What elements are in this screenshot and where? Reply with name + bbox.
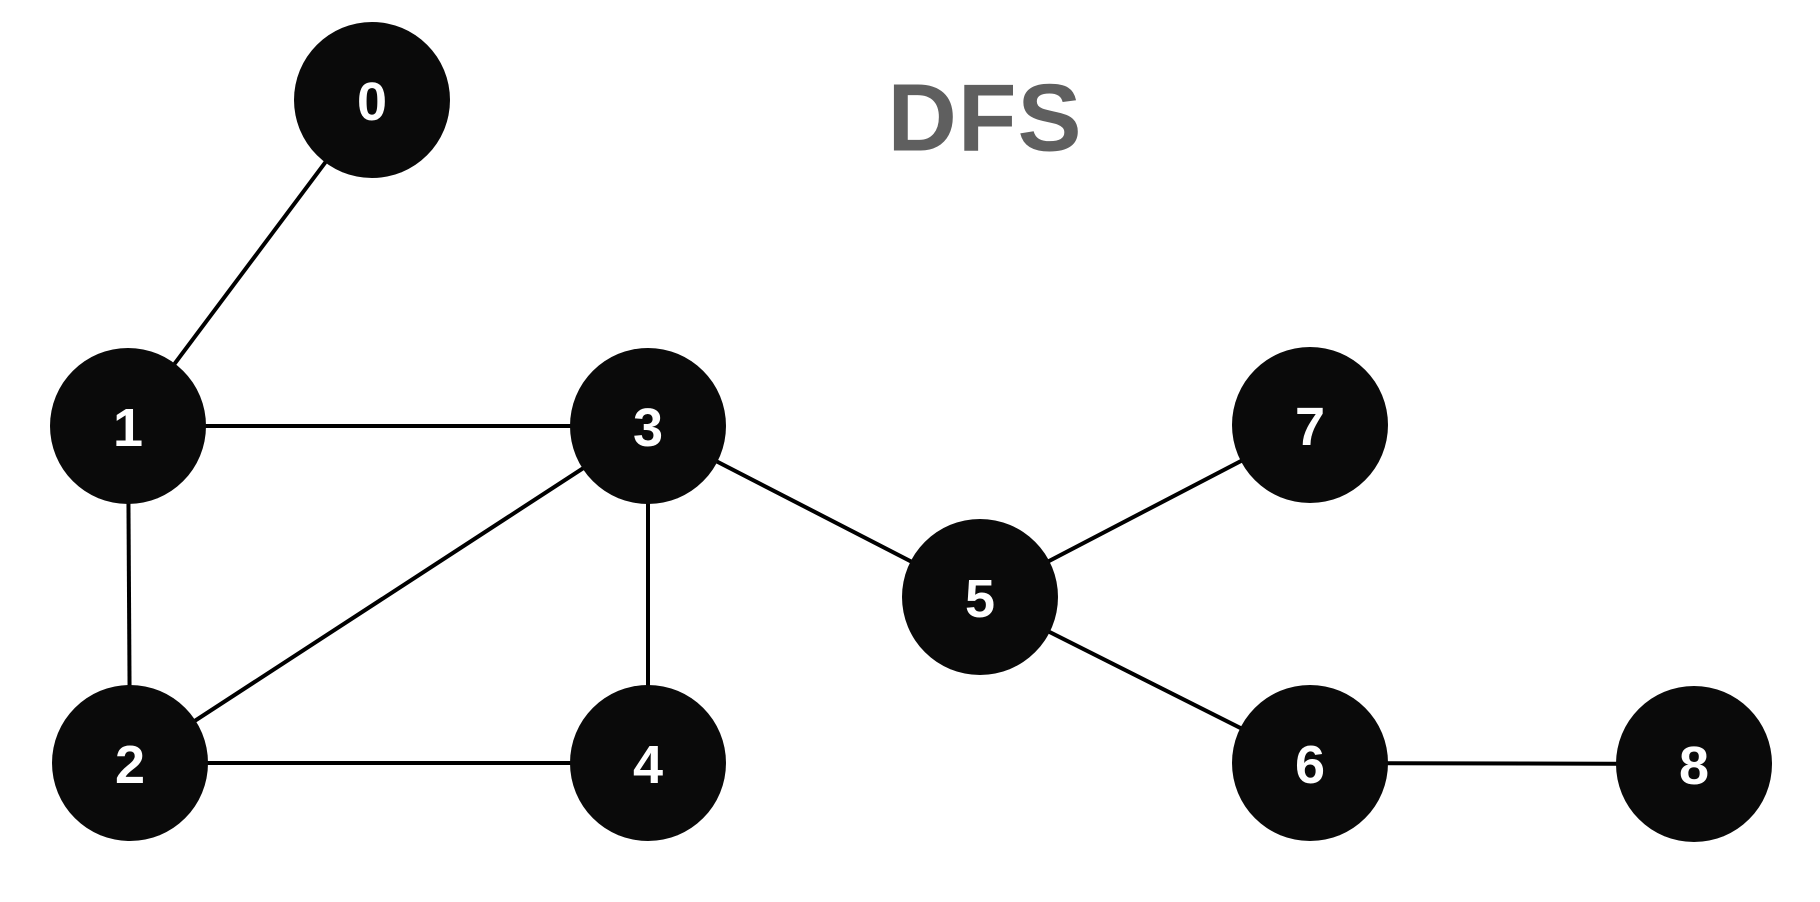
- graph-edge-2-3: [128, 424, 650, 765]
- graph-node-circle-0[interactable]: [294, 22, 450, 178]
- edge-layer: [126, 98, 1695, 766]
- graph-node-circle-3[interactable]: [570, 348, 726, 504]
- graph-node-circle-4[interactable]: [570, 685, 726, 841]
- graph-node-label-5: 5: [965, 569, 995, 629]
- graph-node-circle-6[interactable]: [1232, 685, 1388, 841]
- graph-node-label-0: 0: [357, 72, 387, 132]
- graph-node-label-1: 1: [113, 398, 143, 458]
- graph-node-3[interactable]: 3: [570, 348, 726, 504]
- graph-node-label-7: 7: [1295, 397, 1325, 457]
- graph-node-label-4: 4: [633, 735, 663, 795]
- node-layer: 0 1 2 3 4 5 6 7 8: [50, 22, 1772, 842]
- graph-node-label-8: 8: [1679, 736, 1709, 796]
- graph-node-2[interactable]: 2: [52, 685, 208, 841]
- graph-node-5[interactable]: 5: [902, 519, 1058, 675]
- graph-node-circle-5[interactable]: [902, 519, 1058, 675]
- graph-node-0[interactable]: 0: [294, 22, 450, 178]
- graph-node-label-6: 6: [1295, 735, 1325, 795]
- graph-node-6[interactable]: 6: [1232, 685, 1388, 841]
- graph-node-circle-2[interactable]: [52, 685, 208, 841]
- graph-node-circle-7[interactable]: [1232, 347, 1388, 503]
- graph-node-label-2: 2: [115, 735, 145, 795]
- graph-node-4[interactable]: 4: [570, 685, 726, 841]
- graph-node-8[interactable]: 8: [1616, 686, 1772, 842]
- graph-node-label-3: 3: [633, 398, 663, 458]
- graph-node-circle-8[interactable]: [1616, 686, 1772, 842]
- graph-node-7[interactable]: 7: [1232, 347, 1388, 503]
- graph-node-1[interactable]: 1: [50, 348, 206, 504]
- page-title: DFS: [888, 65, 1083, 172]
- graph-node-circle-1[interactable]: [50, 348, 206, 504]
